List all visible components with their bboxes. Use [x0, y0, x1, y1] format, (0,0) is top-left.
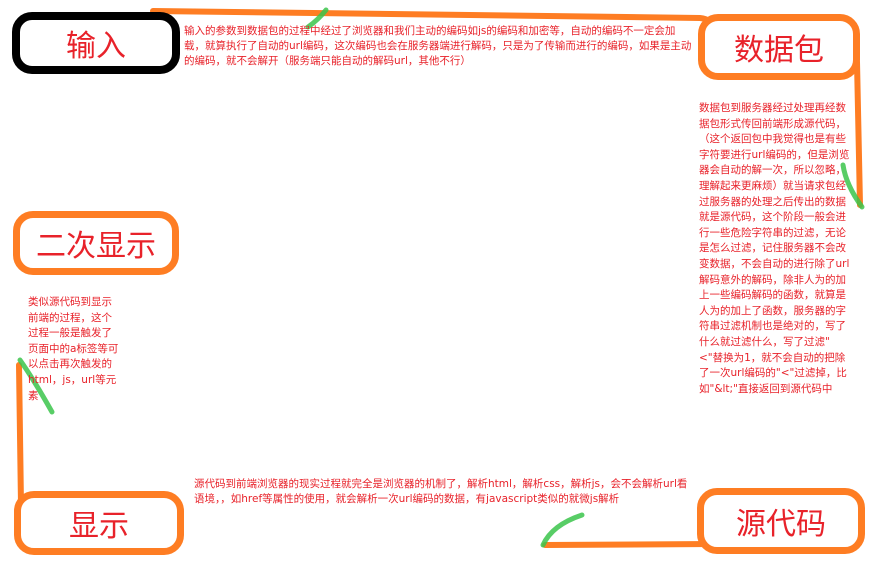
note-display-to-second: 类似源代码到显示前端的过程，这个过程一般是触发了页面中的a标签等可以点击再次触发… — [28, 296, 119, 402]
connector-display-to-second — [16, 362, 24, 508]
connector-source-to-display — [542, 541, 716, 548]
node-input: 输入 — [12, 12, 180, 74]
node-display: 显示 — [14, 491, 184, 555]
note-input-to-packet: 输入的参数到数据包的过程中经过了浏览器和我们主动的编码如js的编码和加密等，自动… — [184, 25, 692, 67]
node-input-label: 输入 — [66, 29, 126, 64]
arrowhead-mark-left — [17, 357, 55, 415]
node-packet-label: 数据包 — [734, 33, 824, 68]
node-source-label: 源代码 — [736, 507, 826, 542]
node-packet: 数据包 — [698, 14, 860, 80]
arrowhead-mark-right — [840, 162, 865, 210]
node-second-display: 二次显示 — [13, 211, 179, 275]
arrowhead-mark-bottom — [540, 512, 585, 548]
note-source-to-display: 源代码到前端浏览器的现实过程就完全是浏览器的机制了，解析html，解析css，解… — [194, 478, 688, 505]
note-packet-to-source: 数据包到服务器经过处理再经数据包形式传回前端形成源代码，（这个返回包中我觉得也是… — [699, 102, 850, 395]
arrowhead-mark-top — [305, 7, 329, 30]
node-display-label: 显示 — [69, 509, 129, 544]
node-second-display-label: 二次显示 — [36, 229, 156, 264]
node-source: 源代码 — [697, 488, 865, 554]
connector-packet-to-source — [854, 59, 863, 208]
